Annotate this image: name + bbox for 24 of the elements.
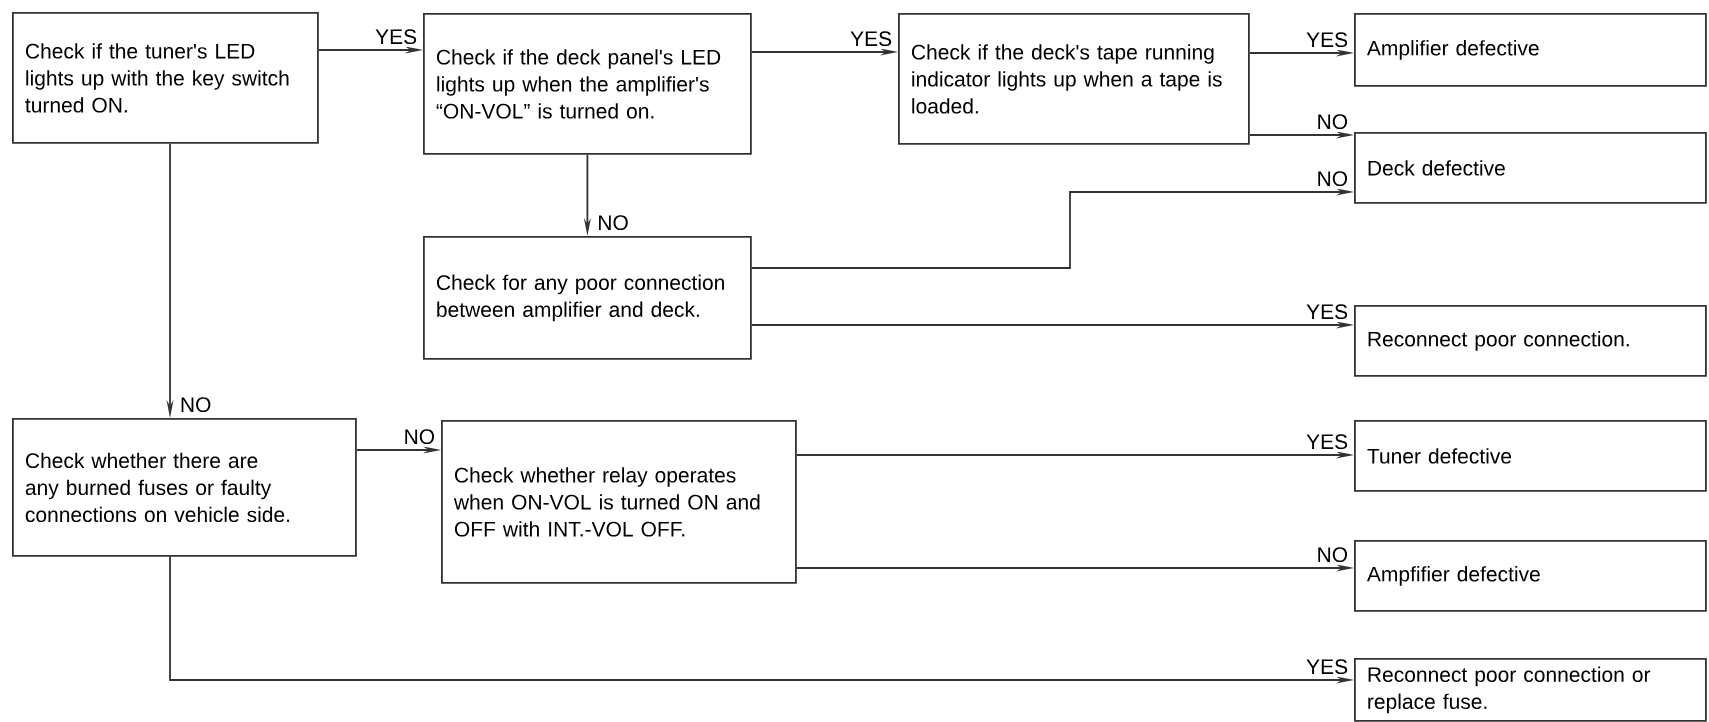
process-box: Check if the deck's tape running indicator lights up when a tape is loaded.	[898, 13, 1250, 145]
edge-label: YES	[1303, 656, 1352, 678]
edge-label: YES	[1303, 431, 1352, 453]
edge-label: NO	[400, 426, 439, 448]
edge-label: YES	[847, 28, 896, 50]
process-box: Check for any poor connection between amplifier and deck.	[423, 236, 752, 360]
process-box: Amplifier defective	[1354, 13, 1707, 87]
edge-label: YES	[1303, 301, 1352, 323]
edge-label: NO	[594, 212, 632, 234]
process-box: Check whether relay operates when ON-VOL is turned ON and OFF with INT.-VOL OFF.	[441, 420, 797, 584]
process-box: Ampfifier defective	[1354, 540, 1707, 612]
process-box: Deck defective	[1354, 132, 1707, 204]
process-box: Check if the deck panel's LED lights up when the amplifier's “ON-VOL” is turned on.	[423, 13, 752, 155]
edge-label: NO	[1313, 111, 1352, 133]
edge-label: YES	[1303, 29, 1352, 51]
process-box: Reconnect poor connection or replace fuse.	[1354, 658, 1707, 722]
edge-label: YES	[372, 26, 421, 48]
edge-label: NO	[1313, 544, 1352, 566]
process-box: Check if the tuner's LED lights up with the key switch turned ON.	[12, 12, 319, 144]
edge-label: NO	[176, 394, 215, 416]
process-box: Tuner defective	[1354, 420, 1707, 492]
edge-label: NO	[1313, 168, 1352, 190]
process-box: Reconnect poor connection.	[1354, 305, 1707, 377]
process-box: Check whether there are any burned fuses or faulty connections on vehicle side.	[12, 418, 357, 557]
